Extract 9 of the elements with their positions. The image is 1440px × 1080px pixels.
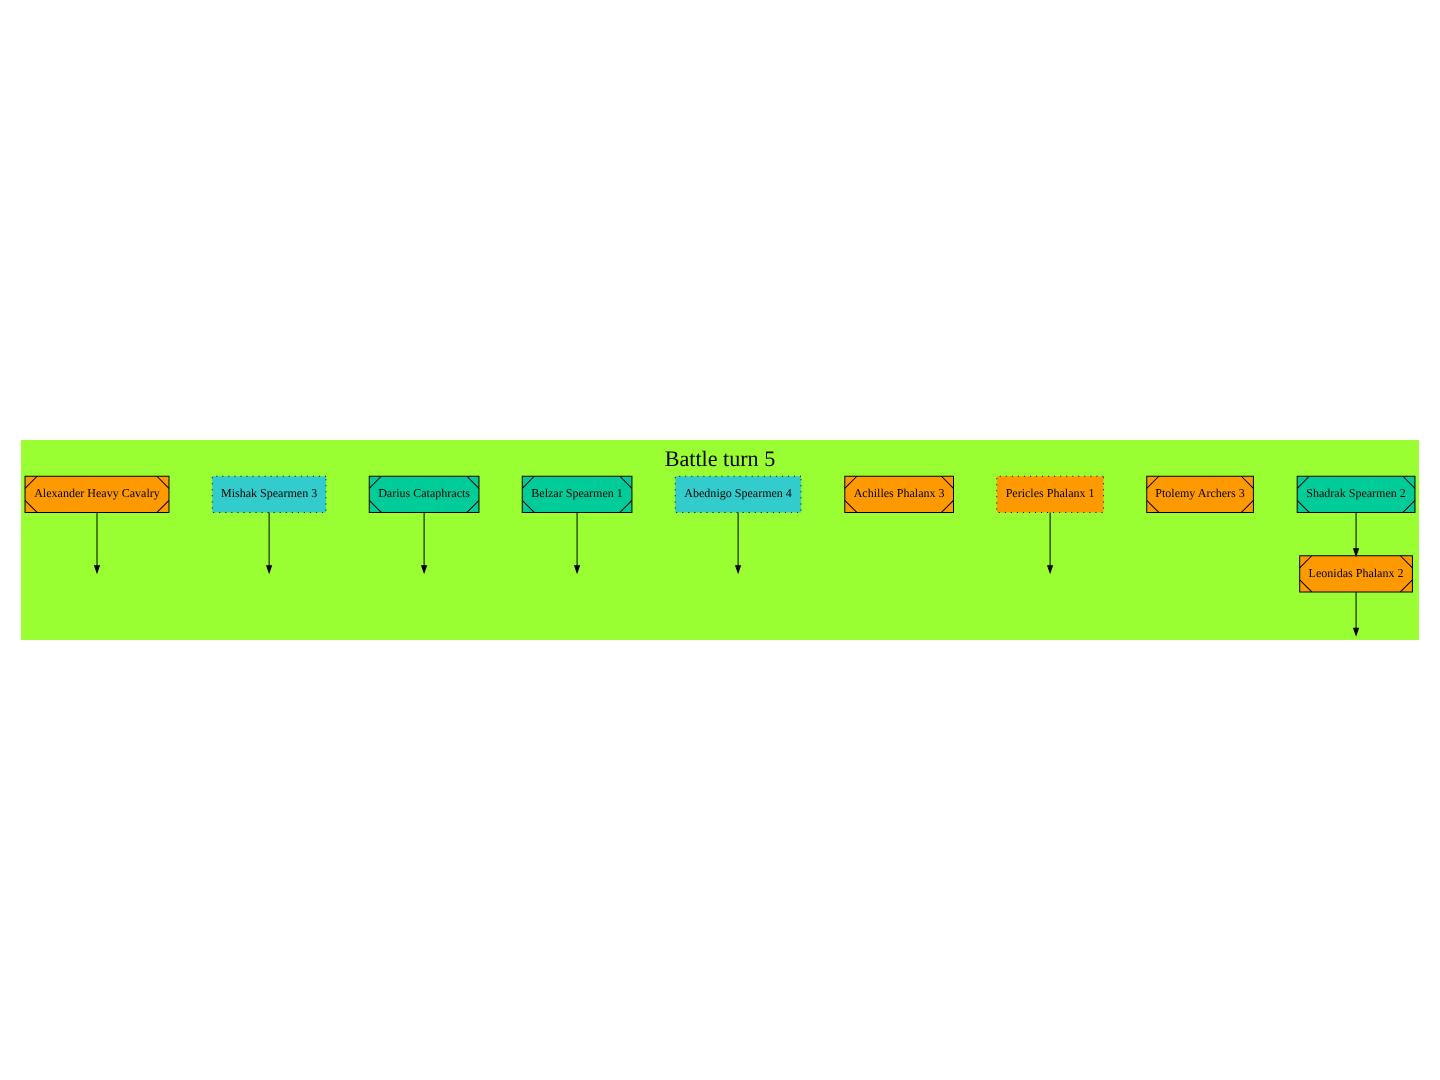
arrow <box>734 512 742 575</box>
arrow <box>93 512 101 575</box>
arrow <box>1352 591 1360 637</box>
arrow <box>1046 512 1054 575</box>
arrow <box>265 512 273 575</box>
arrow <box>420 512 428 575</box>
arrow <box>573 512 581 575</box>
diagram-title: Battle turn 5 <box>664 447 776 472</box>
arrow <box>1352 512 1360 558</box>
